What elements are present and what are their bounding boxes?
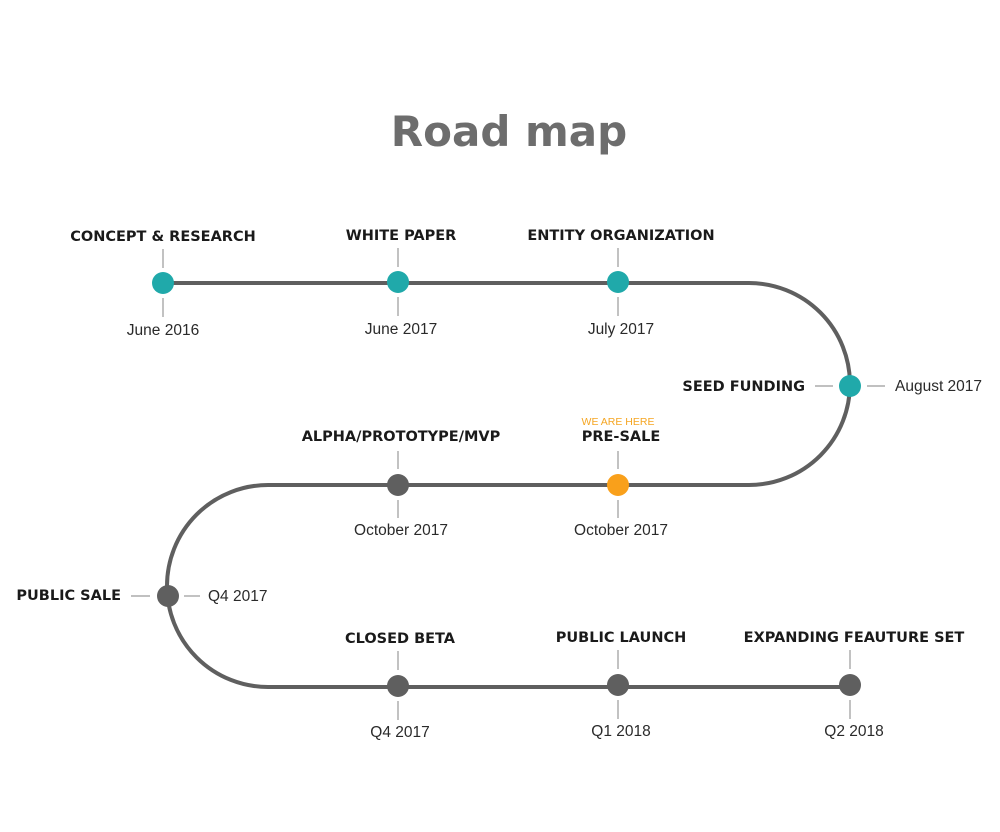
milestone-public-sale: PUBLIC SALE Q4 2017 (16, 585, 267, 607)
milestone-label: CONCEPT & RESEARCH (70, 229, 256, 245)
milestone-label: PUBLIC SALE (16, 588, 121, 604)
milestone-dot (387, 271, 409, 293)
milestone-dot (839, 674, 861, 696)
milestone-date: Q4 2017 (370, 724, 429, 741)
milestone-date: July 2017 (588, 321, 654, 338)
milestone-date: August 2017 (895, 378, 982, 395)
milestone-date: June 2017 (365, 321, 437, 338)
milestone-date: Q1 2018 (591, 723, 650, 740)
milestone-expanding-feature-set: EXPANDING FEAUTURE SET Q2 2018 (744, 630, 965, 740)
milestone-label: PUBLIC LAUNCH (556, 630, 686, 646)
milestone-date: Q4 2017 (208, 588, 267, 605)
milestone-closed-beta: CLOSED BETA Q4 2017 (345, 631, 456, 741)
milestone-label: PRE-SALE (582, 429, 661, 445)
milestone-public-launch: PUBLIC LAUNCH Q1 2018 (556, 630, 686, 740)
milestone-seed-funding: SEED FUNDING August 2017 (682, 375, 982, 397)
milestone-date: Q2 2018 (824, 723, 883, 740)
milestone-dot (157, 585, 179, 607)
milestone-pre-sale: WE ARE HERE PRE-SALE October 2017 (574, 416, 668, 539)
milestone-white-paper: WHITE PAPER June 2017 (346, 228, 457, 338)
milestone-dot-current (607, 474, 629, 496)
milestone-label: SEED FUNDING (682, 379, 805, 395)
milestone-dot (152, 272, 174, 294)
milestone-dot (387, 675, 409, 697)
milestone-date: October 2017 (574, 522, 668, 539)
milestone-dot (607, 271, 629, 293)
milestone-concept-research: CONCEPT & RESEARCH June 2016 (70, 229, 256, 339)
milestone-label: CLOSED BETA (345, 631, 456, 647)
milestone-label: ENTITY ORGANIZATION (527, 228, 714, 244)
milestone-dot (839, 375, 861, 397)
milestone-label: ALPHA/PROTOTYPE/MVP (302, 429, 501, 445)
milestone-alpha-prototype-mvp: ALPHA/PROTOTYPE/MVP October 2017 (302, 429, 501, 539)
timeline-path (161, 281, 852, 689)
milestone-dot (607, 674, 629, 696)
we-are-here-note: WE ARE HERE (582, 416, 655, 428)
milestone-label: EXPANDING FEAUTURE SET (744, 630, 965, 646)
milestone-dot (387, 474, 409, 496)
page-title: Road map (391, 107, 627, 156)
milestone-date: October 2017 (354, 522, 448, 539)
milestone-entity-organization: ENTITY ORGANIZATION July 2017 (527, 228, 714, 338)
milestone-label: WHITE PAPER (346, 228, 457, 244)
milestone-date: June 2016 (127, 322, 199, 339)
